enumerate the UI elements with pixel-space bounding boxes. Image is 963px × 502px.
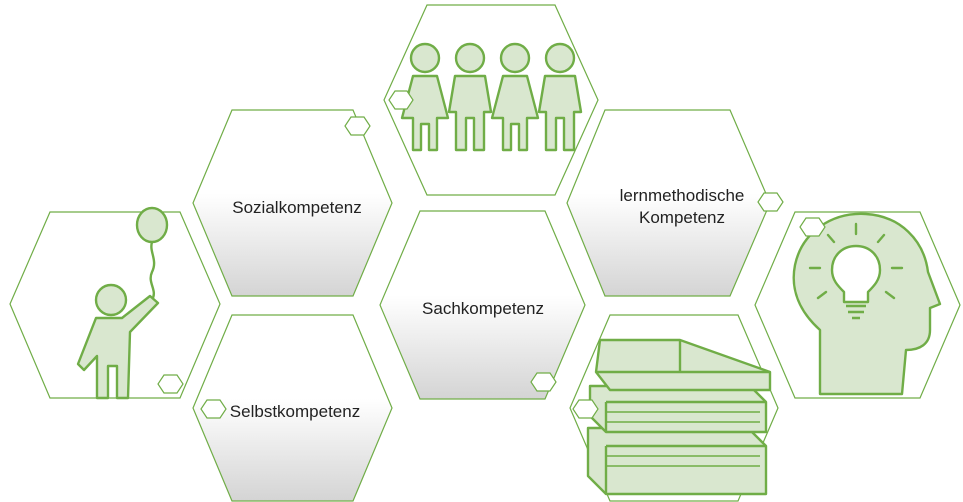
- small-hexagon: [157, 374, 184, 394]
- label-selbstkompetenz: Selbstkompetenz: [230, 402, 360, 421]
- small-hexagon: [572, 399, 599, 419]
- small-hexagon-markers: [157, 90, 826, 419]
- books-stack-icon: [586, 338, 772, 496]
- small-hexagon: [388, 90, 414, 110]
- small-hexagon: [799, 217, 826, 237]
- hex-lernmethodische-kompetenz: [566, 109, 771, 297]
- head-lightbulb-icon: [792, 212, 942, 396]
- small-hexagon: [344, 116, 371, 136]
- people-group-icon: [400, 42, 583, 152]
- small-hexagon: [530, 372, 557, 392]
- small-hexagon: [757, 192, 784, 212]
- label-lernmethodische: lernmethodische: [620, 186, 745, 205]
- label-kompetenz: Kompetenz: [639, 208, 725, 227]
- hex-sozialkompetenz: [192, 109, 393, 297]
- child-with-balloon-icon: [76, 206, 169, 400]
- label-sozialkompetenz: Sozialkompetenz: [232, 198, 361, 217]
- label-sachkompetenz: Sachkompetenz: [422, 299, 544, 318]
- small-hexagon: [200, 399, 227, 419]
- hex-sachkompetenz: [379, 210, 586, 400]
- hex-selbstkompetenz: [192, 314, 393, 502]
